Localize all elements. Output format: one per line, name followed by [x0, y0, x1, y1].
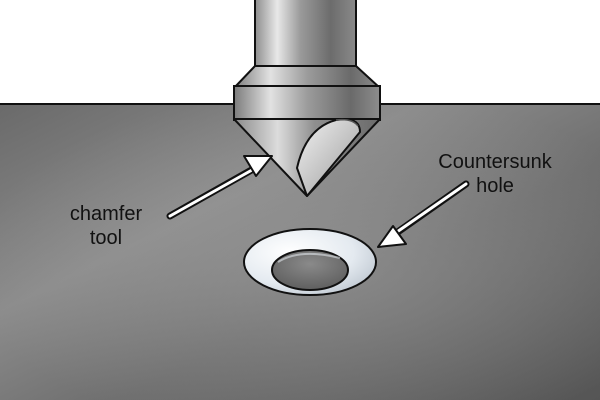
- chamfer-tool-label-line-1: chamfer: [69, 203, 143, 225]
- chamfer-tool-label: chamfer tool: [58, 202, 154, 250]
- countersunk-hole-label-line-1: Countersunk: [438, 151, 552, 173]
- countersunk-hole-arrow: [377, 180, 470, 248]
- chamfer-tool-label-line-2: tool: [89, 227, 123, 249]
- countersunk-hole: [243, 228, 377, 296]
- countersunk-hole-label-line-2: hole: [476, 175, 514, 197]
- chamfer-tool-arrow: [166, 155, 273, 220]
- countersunk-hole-label: Countersunk hole: [420, 150, 570, 198]
